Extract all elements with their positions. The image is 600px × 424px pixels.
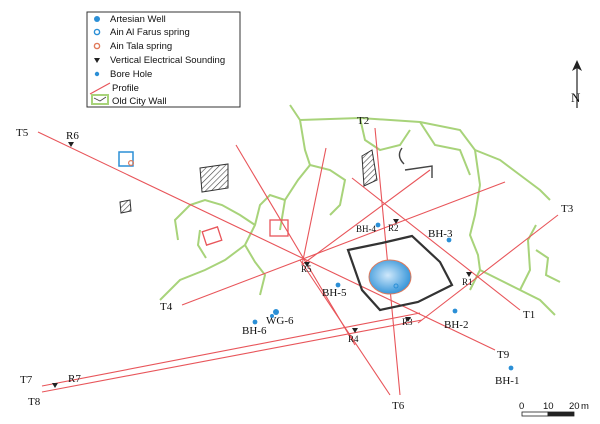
ves-marker-r5 <box>304 262 310 267</box>
ves-markers <box>52 142 472 388</box>
building-large <box>199 163 229 193</box>
label-t2: T2 <box>357 115 369 127</box>
borehole-bh6 <box>252 319 258 325</box>
borehole-bh1 <box>508 365 514 371</box>
borehole-wg6 <box>273 309 279 315</box>
borehole-wg6b <box>270 314 274 318</box>
scale-tick-0: 0 <box>519 401 524 412</box>
legend-bore-hole: Bore Hole <box>110 69 152 80</box>
label-t3: T3 <box>561 203 574 215</box>
boreholes <box>252 222 514 371</box>
ves-marker-r7 <box>52 383 58 388</box>
ves-marker-r2 <box>393 219 399 224</box>
borehole-bh2 <box>452 308 458 314</box>
label-wg6: WG-6 <box>266 315 294 327</box>
label-bh5: BH-5 <box>322 287 347 299</box>
label-t7: T7 <box>20 374 33 386</box>
central-wall <box>346 234 454 312</box>
legend-artesian-well: Artesian Well <box>110 14 166 25</box>
label-r4: R4 <box>348 334 359 344</box>
red-square-2 <box>269 219 289 237</box>
label-t1: T1 <box>523 309 535 321</box>
legend-box <box>86 11 241 108</box>
north-arrow: N <box>571 60 582 108</box>
borehole-labels: BH-3 BH-4 BH-5 BH-2 BH-1 BH-6 WG-6 <box>242 224 519 387</box>
profile-labels: T5 T2 T3 T4 T1 T9 T7 T8 T6 <box>16 115 574 412</box>
building-outline <box>404 165 433 178</box>
scale-unit: m <box>581 401 589 412</box>
label-r2: R2 <box>388 223 399 233</box>
legend-wall: Old City Wall <box>112 96 167 107</box>
ves-marker-r1 <box>466 272 472 277</box>
label-r3: R3 <box>402 317 413 327</box>
building-north <box>361 149 378 187</box>
ain-tala-icon <box>93 42 101 50</box>
building-curve <box>398 147 405 165</box>
profile-extra-2 <box>301 147 327 266</box>
label-bh1: BH-1 <box>495 375 519 387</box>
scale-tick-20: 20 <box>569 401 580 412</box>
old-city-wall-lines <box>159 104 561 316</box>
ain-tala-box <box>118 151 135 167</box>
legend-ves: Vertical Electrical Sounding <box>110 55 225 66</box>
label-r5: R5 <box>301 264 312 274</box>
profile-extra-3 <box>299 259 391 396</box>
label-t5: T5 <box>16 127 29 139</box>
legend-profile: Profile <box>112 83 139 94</box>
profile-icon <box>89 82 111 95</box>
borehole-bh3 <box>446 237 452 243</box>
profile-extra-4 <box>302 169 431 265</box>
ves-marker-r3 <box>405 317 411 322</box>
profile-lines <box>37 127 559 396</box>
red-squares <box>201 219 289 246</box>
borehole-bh5 <box>335 282 341 288</box>
wall-icon <box>91 94 109 105</box>
scale-segment-1 <box>521 411 549 417</box>
profile-t4 <box>181 181 506 306</box>
north-arrow-head <box>572 60 582 71</box>
legend-ain-al-farus: Ain Al Farus spring <box>110 27 190 38</box>
label-r7: R7 <box>68 373 81 385</box>
label-bh2: BH-2 <box>444 319 468 331</box>
ain-al-farus-point <box>393 283 399 289</box>
label-bh6: BH-6 <box>242 325 267 337</box>
profile-t3 <box>417 214 559 324</box>
scale-bar: 0 10 20 m <box>519 401 589 417</box>
ves-icon <box>94 58 100 63</box>
label-r1: R1 <box>462 277 473 287</box>
legend: Artesian Well Ain Al Farus spring Ain Ta… <box>86 11 241 108</box>
north-label: N <box>571 90 581 105</box>
red-square-1 <box>201 226 223 246</box>
label-bh4: BH-4 <box>356 224 376 234</box>
artesian-well-pool <box>368 259 412 295</box>
profile-extra-1 <box>235 144 356 346</box>
scale-segment-2 <box>547 411 575 417</box>
label-t8: T8 <box>28 396 41 408</box>
buildings <box>119 147 433 214</box>
label-bh3: BH-3 <box>428 228 453 240</box>
wall-icon-inner <box>93 96 107 102</box>
bore-hole-icon <box>94 71 100 77</box>
artesian-well-icon <box>94 16 100 22</box>
label-t4: T4 <box>160 301 173 313</box>
label-t9: T9 <box>497 349 510 361</box>
ves-labels: R6 R7 R2 R1 R5 R3 R4 <box>66 130 473 385</box>
profile-t8 <box>41 319 423 393</box>
ves-marker-r4 <box>352 328 358 333</box>
ves-marker-r6 <box>68 142 74 147</box>
building-small <box>119 199 132 214</box>
scale-tick-10: 10 <box>543 401 554 412</box>
profile-t1 <box>351 177 521 311</box>
label-r6: R6 <box>66 130 79 142</box>
label-t6: T6 <box>392 400 405 412</box>
legend-ain-tala: Ain Tala spring <box>110 41 172 52</box>
borehole-bh4 <box>375 222 381 228</box>
profile-t7 <box>41 312 421 387</box>
ain-al-farus-icon <box>93 28 101 36</box>
